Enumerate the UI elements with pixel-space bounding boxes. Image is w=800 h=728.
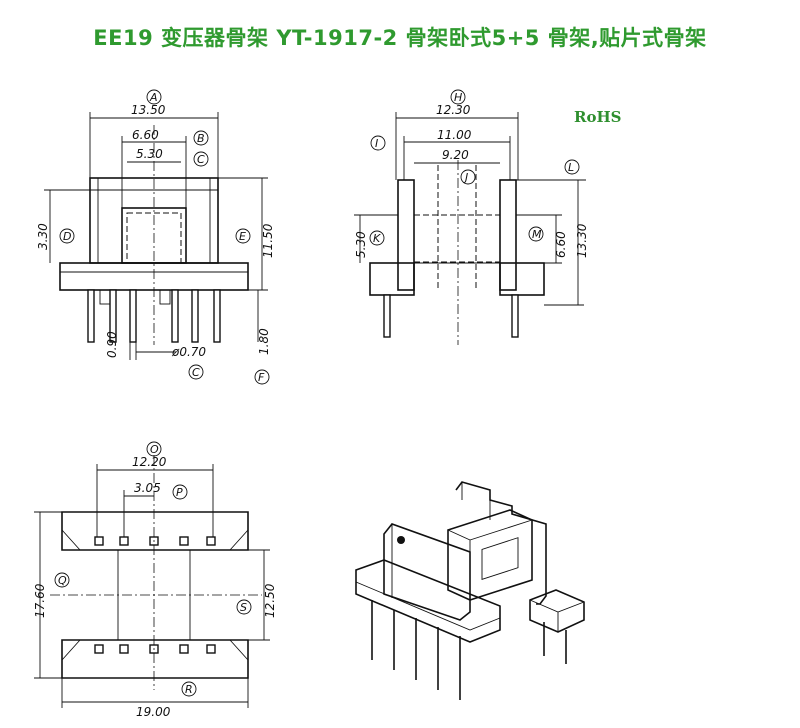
front-pin [109, 289, 117, 343]
page-title: EE19 变压器骨架 YT-1917-2 骨架卧式5+5 骨架,贴片式骨架 [93, 26, 707, 50]
rohs-mark: RoHS [574, 108, 622, 126]
side-left-flange [397, 179, 415, 291]
label-H: H [454, 91, 462, 104]
dim-B-value: 6.60 [132, 128, 159, 142]
label-Q: Q [58, 574, 67, 587]
dim-A-value: 13.50 [131, 103, 166, 117]
front-pin [191, 289, 199, 343]
bottom-pin-pad [94, 536, 104, 546]
dim-C-value: 5.30 [136, 147, 163, 161]
dim-pin-gap-value: 0.90 [105, 331, 119, 358]
bottom-pin-pad [119, 536, 129, 546]
isometric-view [355, 481, 585, 700]
dim-D-value: 3.30 [36, 223, 50, 250]
side-pin [511, 294, 519, 338]
iso-core [447, 509, 533, 601]
bottom-pin-pad [119, 644, 129, 654]
dim-Q-value: 17.60 [33, 583, 47, 618]
dim-K-value: 5.30 [354, 231, 368, 258]
front-pin [213, 289, 221, 343]
dim-P-value: 3.05 [134, 481, 161, 495]
label-J: J [463, 171, 468, 184]
dim-J-value: 9.20 [442, 148, 469, 162]
dim-total-value: 13.30 [575, 223, 589, 258]
label-L: L [568, 161, 574, 174]
dim-I-value: 11.00 [437, 128, 472, 142]
dim-H-value: 12.30 [436, 103, 471, 117]
bottom-pin-pad [206, 644, 216, 654]
label-P: P [176, 486, 183, 499]
side-right-base [499, 262, 545, 296]
dim-S-value: 12.50 [263, 583, 277, 618]
side-pin [383, 294, 391, 338]
dim-E-value: 11.50 [261, 223, 275, 258]
iso-back-flange [455, 481, 547, 605]
bottom-pin-pad [206, 536, 216, 546]
bottom-pin-pad [179, 644, 189, 654]
label-D: D [63, 230, 71, 243]
label-F: F [258, 371, 265, 384]
label-B: B [197, 132, 205, 145]
label-C: C [197, 153, 205, 166]
front-pin [171, 289, 179, 343]
side-view: 12.30 H 11.00 I 9.20 J L 5.30 K 6.60 M [354, 89, 589, 345]
bottom-pin-pad [94, 644, 104, 654]
dim-F-value: 1.80 [257, 328, 271, 355]
iso-base-rail [355, 559, 501, 643]
label-A: A [149, 91, 158, 104]
bottom-pin-pad [179, 536, 189, 546]
label-K: K [373, 232, 381, 245]
front-pin [87, 289, 95, 343]
side-right-flange [499, 179, 517, 291]
iso-right-base [529, 589, 585, 633]
iso-marker-dot [397, 536, 405, 544]
front-view: 13.50 A 6.60 B 5.30 C 3.30 D 11.50 E 0.9… [36, 89, 275, 385]
label-E: E [239, 230, 246, 243]
label-M: M [532, 228, 542, 241]
side-left-base [369, 262, 415, 296]
dim-O-value: 12.20 [132, 455, 167, 469]
dim-R-value: 19.00 [136, 705, 171, 719]
dim-M-value: 6.60 [554, 231, 568, 258]
label-I: I [375, 137, 378, 150]
label-pin-C: C [192, 366, 200, 379]
bottom-view: 12.20 O 3.05 P 17.60 Q 12.50 S 19.00 R [33, 441, 277, 719]
iso-front-flange [383, 523, 471, 621]
label-R: R [185, 683, 193, 696]
front-pin [129, 289, 137, 343]
dim-pin-dia-value: ø0.70 [171, 345, 206, 359]
label-S: S [240, 601, 247, 614]
label-O: O [150, 443, 159, 456]
